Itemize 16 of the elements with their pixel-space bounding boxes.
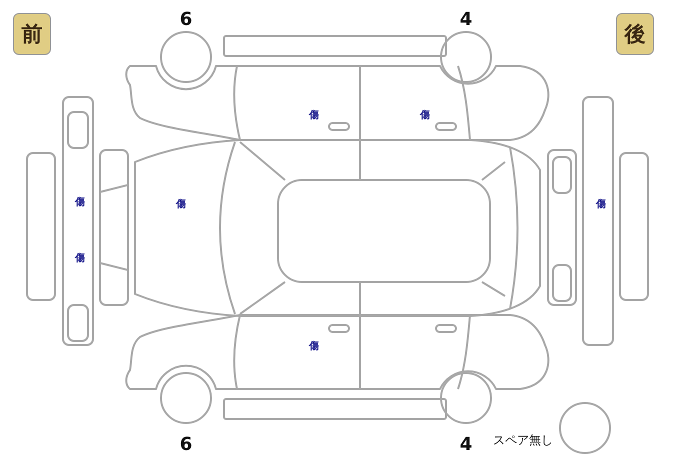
badge-text: 後 [624,21,646,48]
tire-depth-number: 6 [180,11,192,29]
damage-mark: 傷 [75,198,85,208]
badge-text: 前 [22,21,42,48]
tire-depth-number: 4 [460,11,472,29]
damage-mark: 傷 [75,254,85,264]
direction-badge [616,13,654,55]
direction-badge [13,13,51,55]
tire-depth-number: 6 [180,436,192,454]
tire-depth-number: 4 [460,436,472,454]
spare-tire-note: スペア無し [493,434,553,446]
damage-mark: 傷 [309,342,319,352]
damage-mark: 傷 [420,111,430,121]
damage-mark: 傷 [596,200,606,210]
damage-mark: 傷 [176,200,186,210]
damage-mark: 傷 [309,111,319,121]
